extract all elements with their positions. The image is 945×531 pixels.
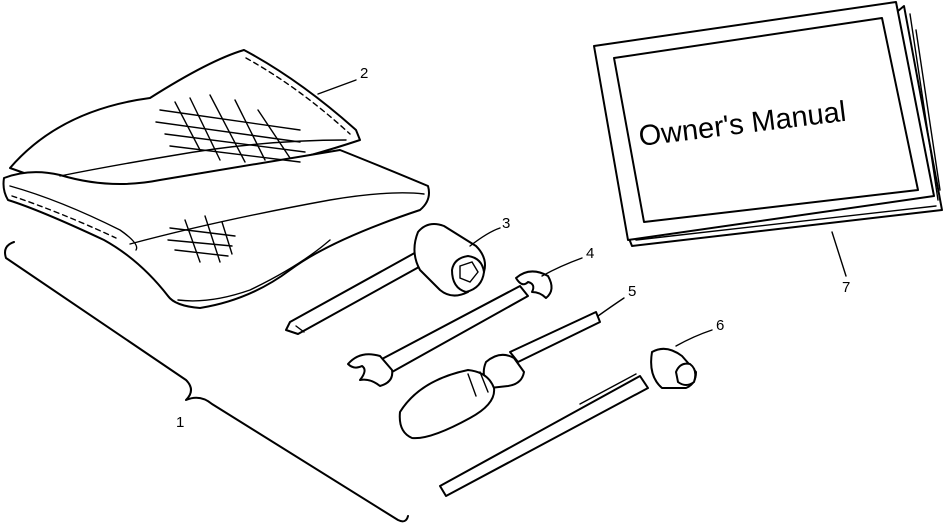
callout-5: 5 bbox=[628, 283, 636, 300]
callout-4: 4 bbox=[586, 245, 594, 262]
callout-1: 1 bbox=[176, 414, 184, 431]
callout-3: 3 bbox=[502, 215, 510, 232]
callout-6: 6 bbox=[716, 317, 724, 334]
owners-manual: Owner's Manual bbox=[593, 1, 943, 277]
socket-wrench bbox=[285, 223, 501, 335]
open-end-wrench bbox=[347, 257, 583, 387]
extension-bar bbox=[439, 329, 713, 497]
kit-bracket bbox=[4, 241, 409, 523]
tool-pouch bbox=[2, 49, 430, 309]
screwdriver bbox=[398, 297, 625, 440]
pouch-leader bbox=[317, 79, 357, 95]
callout-7: 7 bbox=[842, 279, 850, 296]
callout-2: 2 bbox=[360, 65, 368, 82]
